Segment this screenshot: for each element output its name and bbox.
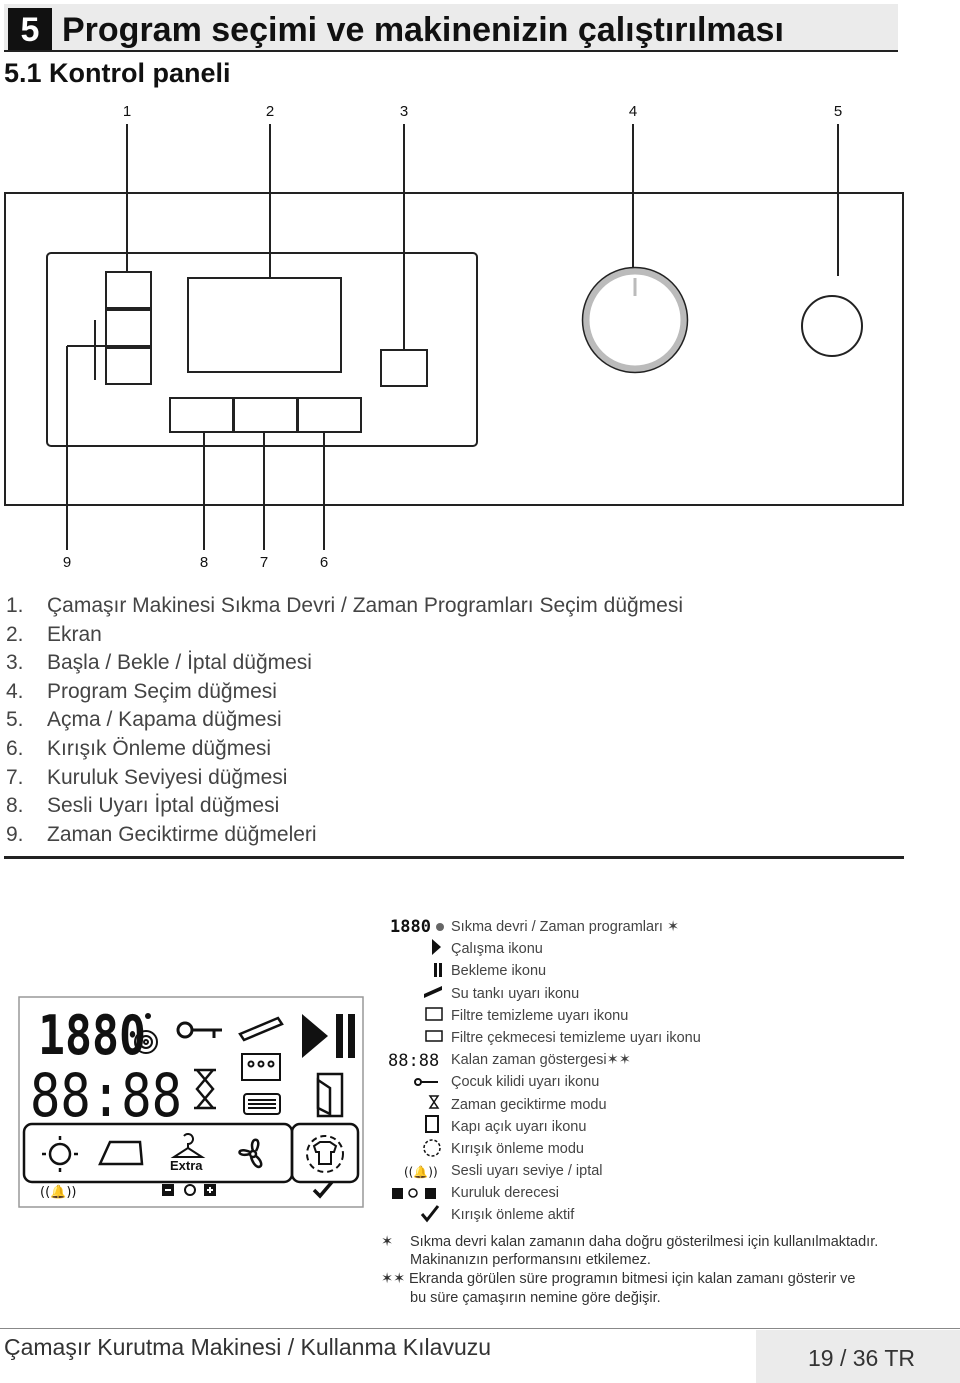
bell-icon: ((🔔)) [40,1184,76,1200]
water-tank-icon [238,1016,284,1042]
lcd-digits-bottom: 88:88 [30,1061,182,1131]
list-item: Filtre çekmecesi temizleme uyarı ikonu [451,1029,701,1046]
display-screen [187,277,342,373]
callout-label-3: 3 [399,103,409,120]
legend-icons-column: 1880 88:88 ((🔔)) [388,917,444,1223]
section-number: 5 [8,8,52,52]
footnote-2-line-2: bu süre çamaşırın nemine göre değişir. [410,1290,661,1306]
filter-icon [425,1007,443,1021]
list-item: Su tankı uyarı ikonu [451,985,580,1002]
list-item: 2.Ekran [6,622,102,646]
door-icon [425,1115,439,1133]
anti-crease-button [297,397,362,433]
anti-crease-icon [306,1135,344,1173]
callout-label-2: 2 [265,103,275,120]
buzzer-button [169,397,234,433]
callout-label-7: 7 [259,554,269,571]
lcd-digits-top: 1880 [38,1004,146,1067]
list-item: Kalan zaman göstergesi✶✶ [451,1052,631,1069]
list-item: 5.Açma / Kapama düğmesi [6,708,282,732]
play-icon [302,1014,328,1058]
anti-crease-icon [423,1139,441,1157]
list-item: Kuruluk derecesi [451,1185,559,1202]
callout-label-1: 1 [122,103,132,120]
hourglass-icon [428,1095,440,1109]
lcd-display-diagram: 1880 88:88 Extra ((🔔)) [18,996,364,1208]
page-number-box [756,1330,960,1383]
filter-icon [241,1053,281,1081]
footnote-1-line-1: Sıkma devri kalan zamanın daha doğru gös… [410,1234,879,1250]
list-item: 9.Zaman Geciktirme düğmeleri [6,822,317,846]
filter-drawer-icon [243,1093,281,1115]
section-separator [4,856,904,859]
spin-digits-icon: 1880 [390,917,431,937]
sun-icon [42,1136,78,1172]
water-tank-icon [424,986,442,998]
list-item: 7.Kuruluk Seviyesi düğmesi [6,765,288,789]
hanger-icon [170,1133,206,1158]
delay-button-top [105,271,152,309]
play-icon [432,939,441,955]
delay-button-bottom [105,347,152,385]
subsection-title: 5.1 Kontrol paneli [4,58,231,88]
list-item: Kırışık önleme aktif [451,1207,575,1224]
list-item: Kapı açık uyarı ikonu [451,1118,587,1135]
bell-icon: ((🔔)) [404,1165,438,1179]
callout-label-4: 4 [628,103,638,120]
control-area-outline [46,252,478,447]
on-off-button [801,295,863,357]
program-knob [582,267,688,373]
pause-icon [336,1014,343,1058]
footnote-1-line-2: Makinanızın performansını etkilemez. [410,1252,651,1268]
footer-rule [0,1328,960,1329]
start-pause-button [380,349,428,387]
page-number: 19 / 36 TR [808,1345,915,1371]
control-panel-diagram [4,124,904,550]
list-item: Bekleme ikonu [451,963,547,980]
list-item: 8.Sesli Uyarı İptal düğmesi [6,794,280,818]
dryness-scale-icon [162,1184,216,1196]
list-item: Çocuk kilidi uyarı ikonu [451,1074,600,1091]
hourglass-icon [194,1068,216,1110]
door-icon [316,1072,344,1118]
footnote-star-2: ✶✶ [381,1271,406,1287]
callout-label-6: 6 [319,554,329,571]
list-item: 1.Çamaşır Makinesi Sıkma Devri / Zaman P… [6,594,684,617]
callout-label-5: 5 [833,103,843,120]
controls-list: 1.Çamaşır Makinesi Sıkma Devri / Zaman P… [6,592,683,849]
callout-label-9: 9 [62,554,72,571]
filter-drawer-icon [425,1030,443,1042]
extra-label: Extra [170,1158,203,1173]
key-icon [414,1078,438,1086]
list-item: 6.Kırışık Önleme düğmesi [6,736,272,760]
list-item: Filtre temizleme uyarı ikonu [451,1007,629,1024]
footnote-2-line-1: Ekranda görülen süre programın bitmesi i… [409,1271,856,1287]
dryness-button [233,397,298,433]
icon-legend: Sıkma devri / Zaman programları ✶ Çalışm… [451,916,701,1227]
callout-label-8: 8 [199,554,209,571]
fan-icon [238,1138,263,1169]
list-item: Kırışık önleme modu [451,1140,584,1157]
section-header: 5 Program seçimi ve makinenizin çalıştır… [4,4,898,52]
section-title: Program seçimi ve makinenizin çalıştırıl… [62,11,784,49]
iron-icon [98,1140,144,1166]
remaining-time-icon: 88:88 [388,1051,439,1071]
header-rule [4,50,898,52]
check-icon [312,1180,334,1199]
check-icon [420,1205,440,1223]
list-item: Sıkma devri / Zaman programları ✶ [451,919,680,935]
delay-button-middle [105,309,152,347]
dryness-icon [392,1188,436,1199]
panel-outline [4,192,904,506]
list-item: Çalışma ikonu [451,941,543,958]
footer-title: Çamaşır Kurutma Makinesi / Kullanma Kıla… [4,1334,492,1360]
footnote-star-1: ✶ [381,1234,394,1250]
list-item: Zaman geciktirme modu [451,1096,607,1113]
list-item: 3.Başla / Bekle / İptal düğmesi [6,651,312,675]
list-item: 4.Program Seçim düğmesi [6,679,277,703]
key-icon [176,1021,222,1039]
spin-spiral-icon [134,1030,158,1054]
pause-icon [434,963,437,977]
list-item: Sesli uyarı seviye / iptal [451,1163,603,1180]
